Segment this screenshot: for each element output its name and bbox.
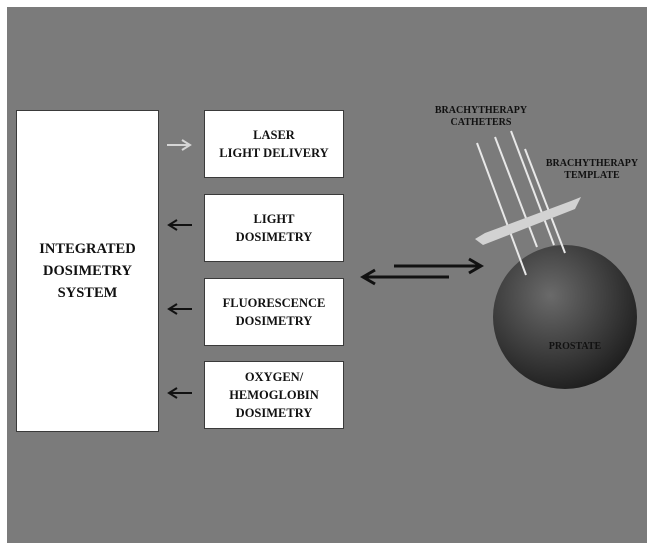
light-dosimetry-box: LIGHT DOSIMETRY <box>204 194 344 262</box>
integrated-dosimetry-system-box: INTEGRATED DOSIMETRY SYSTEM <box>16 110 159 432</box>
prostate-label: PROSTATE <box>548 341 602 352</box>
diagram-graphics <box>167 130 637 399</box>
light-dosimetry-input-arrow <box>167 219 192 231</box>
oxygen-hemoglobin-dosimetry-box: OXYGEN/ HEMOGLOBIN DOSIMETRY <box>204 361 344 429</box>
laser-output-arrow <box>167 139 192 151</box>
brachytherapy-template-shape <box>475 197 581 245</box>
oxygen-hemoglobin-input-arrow <box>167 387 192 399</box>
prostate-shape <box>493 245 637 389</box>
brachytherapy-catheters-label: BRACHYTHERAPY CATHETERS <box>434 105 528 128</box>
brachytherapy-template-label: BRACHYTHERAPY TEMPLATE <box>545 158 639 181</box>
brachytherapy-catheters <box>476 130 566 276</box>
fluorescence-input-arrow <box>167 303 192 315</box>
diagram-canvas: INTEGRATED DOSIMETRY SYSTEM LASER LIGHT … <box>7 7 647 543</box>
fluorescence-dosimetry-box: FLUORESCENCE DOSIMETRY <box>204 278 344 346</box>
bidirectional-link-arrow <box>360 257 484 286</box>
laser-light-delivery-box: LASER LIGHT DELIVERY <box>204 110 344 178</box>
module-arrows <box>167 139 192 399</box>
